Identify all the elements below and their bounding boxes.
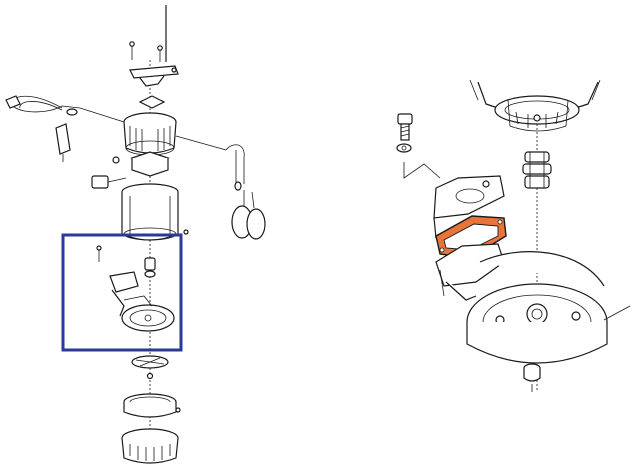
motor-flange-detail: [469, 79, 601, 132]
highlighted-parts: [96, 245, 175, 332]
shaft-seal-detail: [522, 151, 552, 189]
gasket-detail: [435, 215, 507, 259]
pump-volute-detail: [435, 243, 631, 364]
top-bracket: [129, 41, 179, 87]
discharge-flange-detail: [433, 175, 505, 241]
motor-housing: [121, 183, 189, 241]
strainer-base: [121, 393, 181, 464]
float-switch: [175, 135, 266, 240]
motor-head: [123, 112, 177, 156]
highlight-box: [61, 233, 183, 352]
cover-plate: [138, 95, 166, 109]
power-cable-with-plug: [5, 95, 125, 123]
relay-component: [91, 175, 127, 189]
left-exploded-view: [5, 5, 266, 464]
impeller-nut-detail: [523, 363, 541, 392]
capacitor-box: [112, 151, 170, 177]
right-detail-view: [396, 79, 631, 392]
cable-gland: [55, 123, 71, 162]
impeller: [131, 355, 169, 380]
bolt-and-washer-detail: [396, 113, 441, 179]
